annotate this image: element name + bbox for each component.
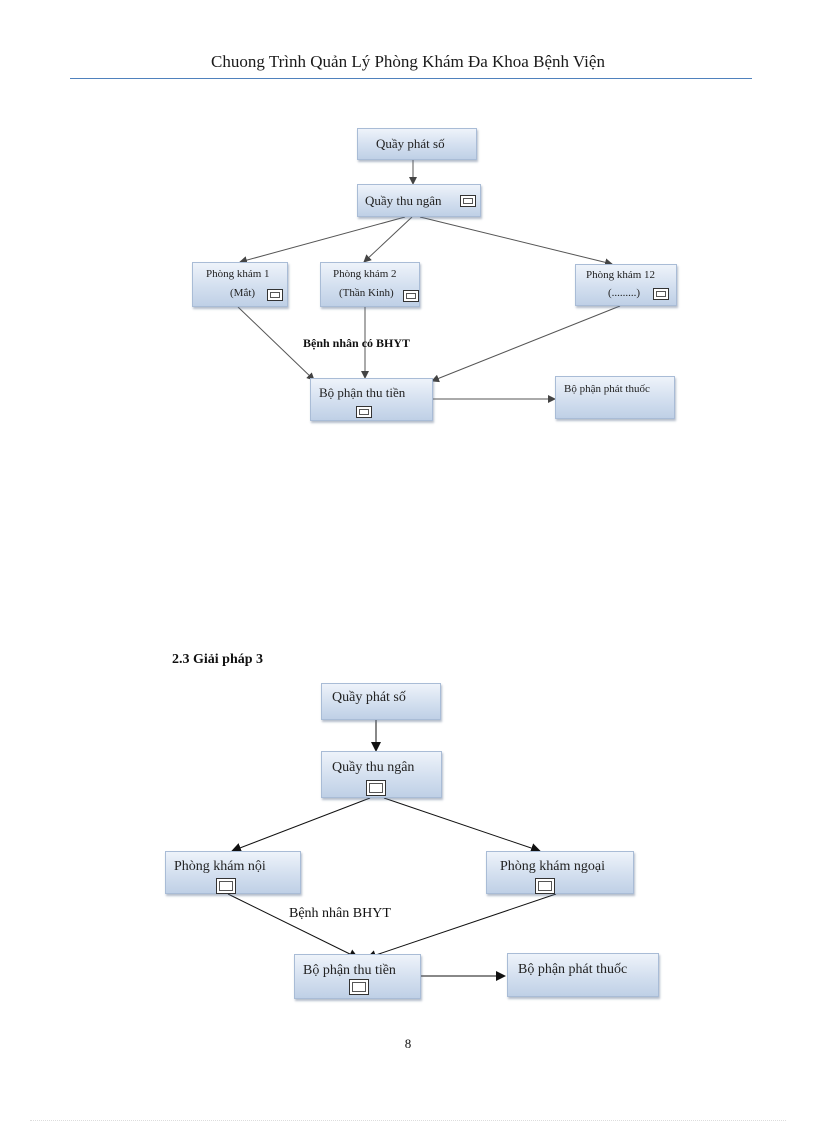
- insurance-patient-label-2: Bệnh nhân BHYT: [289, 906, 391, 921]
- node-clinic-12: Phòng khám 12 (.........): [575, 264, 677, 306]
- node2-internal-clinic: Phòng khám nội: [165, 851, 301, 894]
- edge-cashier-to-clinic2: [363, 216, 413, 263]
- footer-divider: [30, 1120, 786, 1121]
- node2-pharmacy: Bộ phận phát thuốc: [507, 953, 659, 997]
- edge-clinic1-to-billing: [237, 306, 315, 381]
- node-label: Quầy phát số: [376, 136, 445, 151]
- node-billing: Bộ phận thu tiền: [310, 378, 433, 421]
- node-pharmacy: Bộ phận phát thuốc: [555, 376, 675, 419]
- edge2-internal-to-billing: [227, 893, 359, 959]
- section-heading: 2.3 Giải pháp 3: [172, 652, 264, 667]
- node-label: Phòng khám ngoại: [500, 859, 605, 874]
- node2-cashier: Quầy thu ngân: [321, 751, 442, 798]
- node-clinic-1: Phòng khám 1 (Mắt): [192, 262, 288, 307]
- edge2-cashier-to-surgical: [383, 797, 541, 853]
- edge-cashier-to-clinic1: [239, 216, 406, 265]
- node-label-line1: Phòng khám 12: [586, 269, 656, 281]
- header-divider: [70, 78, 752, 79]
- node2-number-counter: Quầy phát số: [321, 683, 441, 720]
- node2-surgical-clinic: Phòng khám ngoại: [486, 851, 634, 894]
- node-label-line1: Phòng khám 2: [333, 268, 397, 280]
- node-number-counter: Quầy phát số: [357, 128, 477, 160]
- node-label-line2: (Mắt): [230, 287, 256, 299]
- computer-icon: [403, 290, 419, 302]
- node-label: Bộ phận thu tiền: [303, 963, 396, 978]
- page-number: 8: [404, 1036, 412, 1051]
- node-label: Phòng khám nội: [174, 859, 266, 874]
- node-clinic-2: Phòng khám 2 (Thần Kinh): [320, 262, 420, 307]
- edge-clinic12-to-billing: [431, 305, 621, 383]
- node2-billing: Bộ phận thu tiền: [294, 954, 421, 999]
- computer-icon: [356, 406, 372, 418]
- computer-icon: [535, 878, 555, 894]
- insurance-patient-label: Bệnh nhân có BHYT: [303, 336, 411, 350]
- computer-icon: [349, 979, 369, 995]
- computer-icon: [366, 780, 386, 796]
- computer-icon: [460, 195, 476, 207]
- node-label-line1: Phòng khám 1: [206, 268, 270, 280]
- node-label-line2: (.........): [608, 287, 641, 299]
- node-label: Quầy thu ngân: [365, 193, 442, 208]
- node-label: Quầy phát số: [332, 690, 406, 705]
- node-cashier: Quầy thu ngân: [357, 184, 481, 217]
- node-label-line2: (Thần Kinh): [339, 287, 394, 299]
- edge2-surgical-to-billing: [366, 893, 557, 960]
- computer-icon: [216, 878, 236, 894]
- computer-icon: [267, 289, 283, 301]
- edge2-cashier-to-internal: [231, 797, 371, 853]
- computer-icon: [653, 288, 669, 300]
- node-label: Bộ phận phát thuốc: [518, 962, 628, 977]
- node-label: Quầy thu ngân: [332, 760, 415, 775]
- node-label: Bộ phận phát thuốc: [564, 383, 650, 395]
- node-label: Bộ phận thu tiền: [319, 385, 406, 400]
- page-header-title: Chuong Trình Quản Lý Phòng Khám Đa Khoa …: [211, 52, 605, 71]
- edge-cashier-to-clinic12: [419, 216, 613, 267]
